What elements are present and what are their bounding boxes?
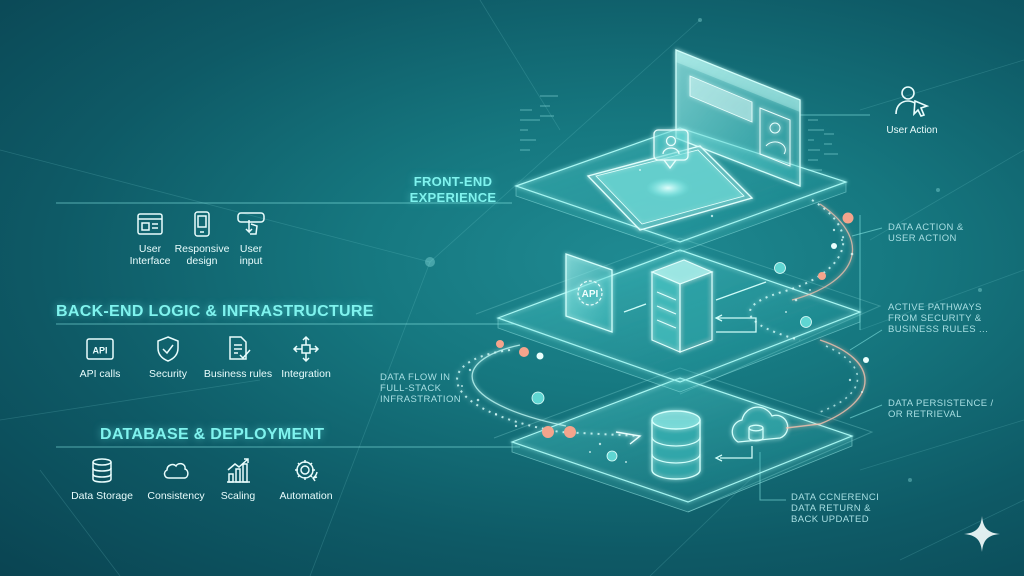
database-stack-icon: [85, 456, 119, 486]
svg-text:API: API: [92, 346, 107, 356]
feature-business-rules: Business rules: [196, 334, 280, 380]
feature-user-input: User input: [209, 209, 293, 267]
integration-arrows-icon: [289, 334, 323, 364]
feature-data-storage: Data Storage: [60, 456, 144, 502]
user-chat-bubble-icon: [653, 129, 689, 170]
api-box-icon: API: [83, 334, 117, 364]
user-action-label: User Action: [886, 125, 938, 136]
feature-consistency: Consistency: [134, 456, 218, 502]
smartphone-icon: [586, 145, 754, 231]
browser-window-icon: [133, 209, 167, 239]
data-particles: [496, 212, 869, 462]
api-panel: [565, 253, 613, 333]
cloud-icon: [159, 456, 193, 486]
feature-integration: Integration: [264, 334, 348, 380]
database-flow-arrows: [714, 446, 753, 462]
feature-label: Responsive design: [174, 243, 230, 267]
browser-window-panel: [675, 49, 801, 187]
feature-label: User input: [239, 243, 263, 267]
user-action-node: User Action: [872, 84, 952, 136]
database-cylinder-icon: [651, 410, 701, 480]
feature-label: Consistency: [147, 490, 205, 502]
mobile-device-icon: [185, 209, 219, 239]
annotation-active-pathways: ACTIVE PATHWAYS FROM SECURITY & BUSINESS…: [888, 302, 989, 335]
feature-label: User Interface: [129, 243, 171, 267]
database-layer-title: DATABASE & DEPLOYMENT: [100, 426, 325, 443]
pointer-click-icon: [234, 209, 268, 239]
leader-lines: [56, 114, 883, 501]
shield-check-icon: [151, 334, 185, 364]
feature-label: Scaling: [220, 490, 256, 502]
feature-automation: Automation: [264, 456, 348, 502]
data-flow-stream: [456, 199, 866, 445]
sparkle-dust: [461, 169, 863, 463]
feature-label: Integration: [281, 368, 331, 380]
feature-security: Security: [126, 334, 210, 380]
background-nodes: [425, 18, 982, 482]
frontend-layer-title: FRONT-END EXPERIENCE: [409, 174, 497, 205]
annotation-data-action: DATA ACTION & USER ACTION: [888, 222, 964, 244]
server-tower-icon: [650, 259, 714, 353]
document-check-icon: [221, 334, 255, 364]
growth-chart-icon: [221, 456, 255, 486]
feature-user-interface: User Interface: [108, 209, 192, 267]
gear-cycle-icon: [289, 456, 323, 486]
annotation-data-coherence: DATA CCNERENCI DATA RETURN & BACK UPDATE…: [791, 492, 880, 525]
user-cursor-icon: [893, 84, 931, 123]
sparkle-logo-icon: [964, 516, 1000, 552]
feature-label: Business rules: [203, 368, 273, 380]
backend-flow-arrows: [623, 281, 767, 333]
code-lines-decoration: [520, 95, 838, 171]
backend-layer-title: BACK-END LOGIC & INFRASTRUCTURE: [56, 303, 374, 320]
feature-label: Data Storage: [71, 490, 133, 502]
annotation-data-flow: DATA FLOW IN FULL-STACK INFRASTRATION: [380, 372, 462, 405]
feature-api-calls: API API calls: [58, 334, 142, 380]
api-badge-label: API: [582, 289, 599, 300]
annotation-data-persistence: DATA PERSISTENCE / OR RETRIEVAL: [888, 398, 994, 420]
feature-label: Security: [149, 368, 187, 380]
feature-label: Automation: [279, 490, 333, 502]
feature-responsive-design: Responsive design: [160, 209, 244, 267]
feature-label: API calls: [79, 368, 121, 380]
feature-scaling: Scaling: [196, 456, 280, 502]
